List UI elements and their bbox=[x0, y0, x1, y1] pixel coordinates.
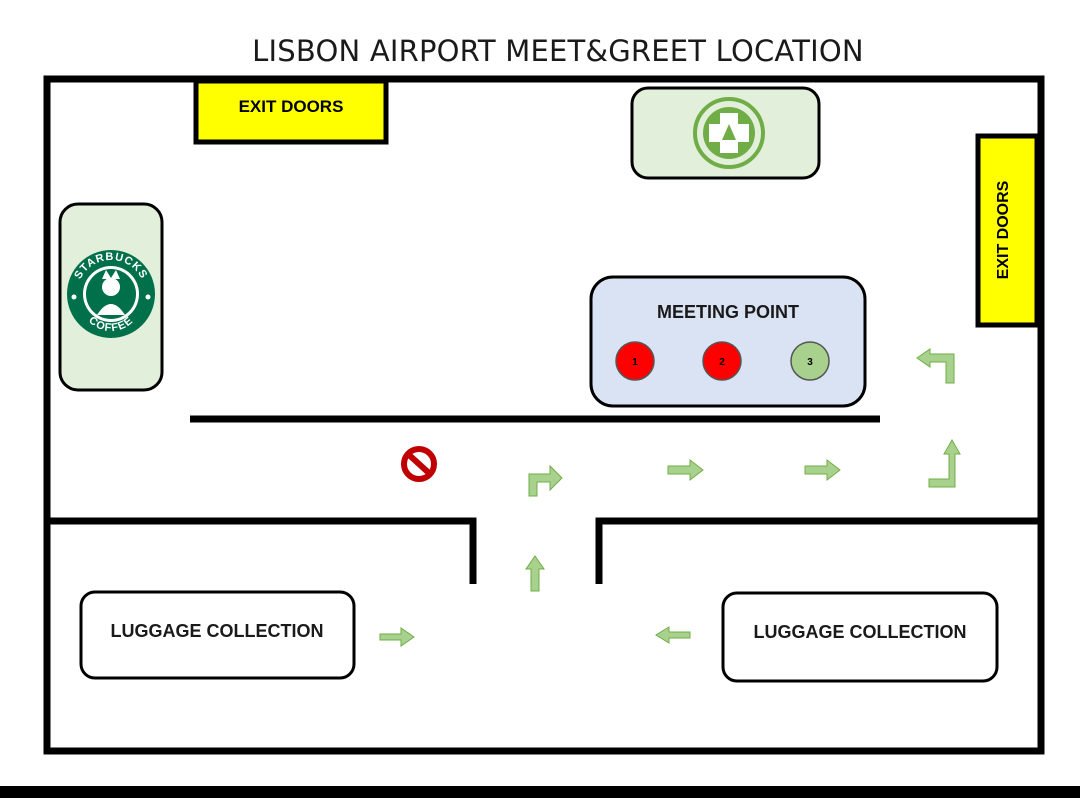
building-outline bbox=[43, 75, 1045, 755]
luggage-collection-right-label: LUGGAGE COLLECTION bbox=[754, 622, 967, 642]
arrow-turn-left-icon bbox=[916, 348, 955, 384]
arrow-left-icon bbox=[655, 626, 691, 644]
arrow-turn-up-icon bbox=[928, 438, 961, 488]
starbucks-ring-bottom: COFFEE bbox=[86, 314, 135, 334]
exit-doors-top: EXIT DOORS bbox=[193, 78, 389, 145]
page-title: LISBON AIRPORT MEET&GREET LOCATION bbox=[252, 34, 864, 68]
meeting-spot-3: 3 bbox=[790, 341, 830, 381]
luggage-collection-left-label: LUGGAGE COLLECTION bbox=[111, 621, 324, 641]
meeting-spot-1: 1 bbox=[615, 341, 655, 381]
exit-doors-right: EXIT DOORS bbox=[975, 133, 1040, 328]
luggage-collection-left: LUGGAGE COLLECTION bbox=[79, 590, 356, 680]
no-entry-icon bbox=[401, 446, 437, 482]
meeting-spot-2: 2 bbox=[702, 341, 742, 381]
meeting-spot-3-label: 3 bbox=[807, 357, 813, 368]
luggage-hall-walls bbox=[50, 517, 1038, 584]
meeting-spot-1-label: 1 bbox=[632, 357, 638, 368]
arrow-right-icon bbox=[379, 627, 415, 647]
starbucks-logo: STARBUCKS COFFEE bbox=[67, 250, 155, 338]
arrow-right-icon bbox=[667, 458, 704, 482]
exit-doors-top-label: EXIT DOORS bbox=[239, 97, 344, 116]
meeting-spot-2-label: 2 bbox=[719, 357, 725, 368]
exit-doors-right-label: EXIT DOORS bbox=[995, 180, 1012, 279]
arrow-turn-right-icon bbox=[528, 464, 563, 497]
pharmacy bbox=[630, 86, 821, 180]
starbucks-store: STARBUCKS COFFEE bbox=[58, 202, 164, 392]
bottom-bar bbox=[0, 786, 1080, 798]
meeting-point: MEETING POINT 1 2 3 bbox=[589, 275, 867, 408]
pharmacy-cross-icon bbox=[693, 97, 765, 169]
arrow-right-icon bbox=[804, 458, 841, 482]
luggage-collection-right: LUGGAGE COLLECTION bbox=[721, 591, 999, 683]
meeting-point-label: MEETING POINT bbox=[657, 302, 799, 322]
arrow-up-icon bbox=[525, 555, 545, 592]
